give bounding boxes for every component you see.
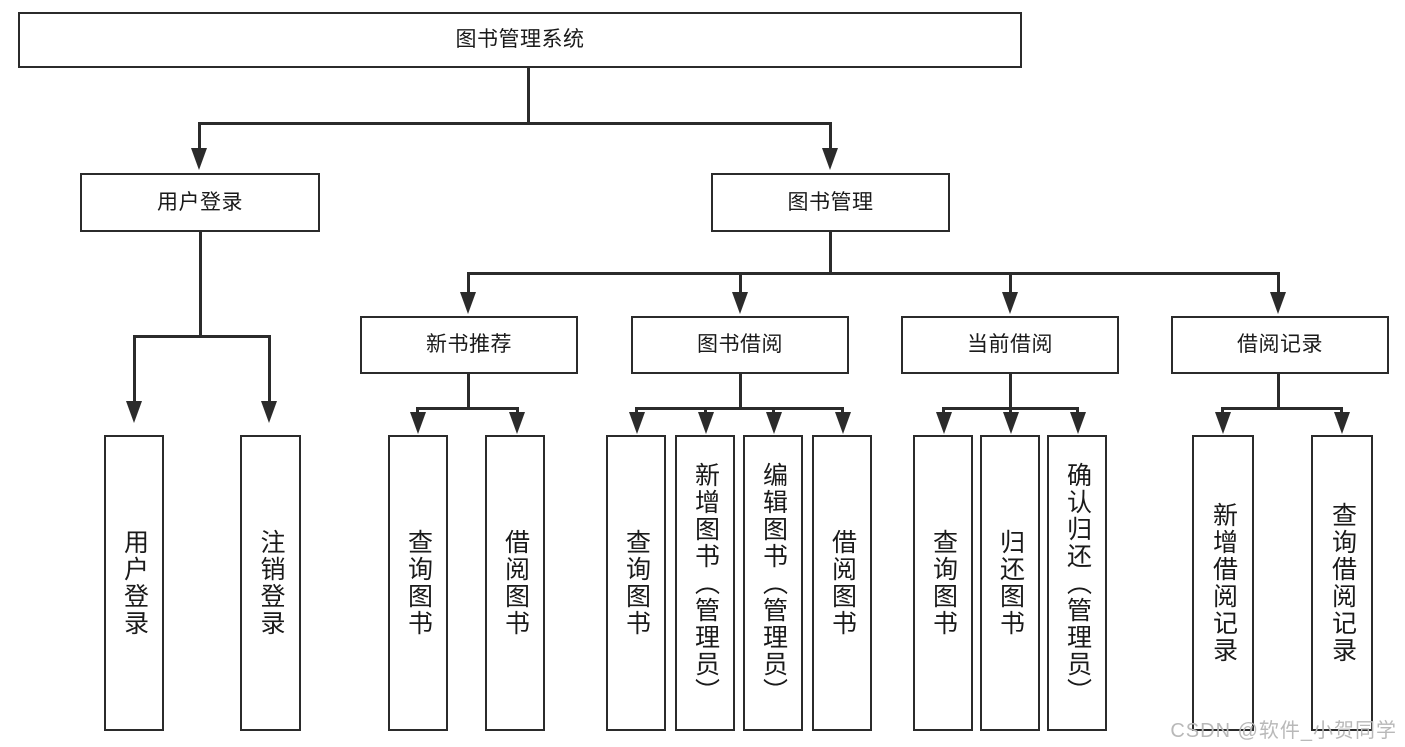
connector-user-login-drop-2 (268, 335, 271, 403)
node-label: 查询图书 (404, 529, 433, 637)
node-book-management[interactable]: 图书管理 (711, 173, 950, 232)
connector-root-bus (198, 122, 831, 125)
leaf-new-book-query[interactable]: 查询图书 (388, 435, 448, 731)
node-label: 查询图书 (929, 529, 958, 637)
leaf-book-borrow-edit[interactable]: 编辑图书（管理员） (743, 435, 803, 731)
connector-new-book-drop-2 (516, 407, 519, 415)
leaf-borrow-record-add[interactable]: 新增借阅记录 (1192, 435, 1254, 731)
arrowhead-book-borrow-leaf-3 (766, 412, 782, 434)
connector-borrow-record-drop-1 (1221, 407, 1224, 415)
connector-new-book-stem (467, 374, 470, 407)
connector-level3-drop-1 (467, 272, 470, 294)
arrowhead-current-borrow-leaf-3 (1070, 412, 1086, 434)
connector-level3-drop-2 (739, 272, 742, 294)
arrowhead-borrow-record-leaf-1 (1215, 412, 1231, 434)
arrowhead-root-to-user-login (191, 148, 207, 170)
connector-book-borrow-drop-3 (772, 407, 775, 415)
arrowhead-user-login-leaf-1 (126, 401, 142, 423)
connector-book-mgmt-stem (829, 232, 832, 272)
arrowhead-level3-2 (732, 292, 748, 314)
leaf-current-borrow-return[interactable]: 归还图书 (980, 435, 1040, 731)
connector-book-borrow-stem (739, 374, 742, 407)
node-label: 用户登录 (120, 529, 149, 637)
leaf-book-borrow-lend[interactable]: 借阅图书 (812, 435, 872, 731)
arrowhead-book-borrow-leaf-4 (835, 412, 851, 434)
arrowhead-level3-4 (1270, 292, 1286, 314)
arrowhead-current-borrow-leaf-1 (936, 412, 952, 434)
node-label: 借阅图书 (501, 529, 530, 637)
connector-new-book-drop-1 (416, 407, 419, 415)
node-label: 图书管理系统 (455, 28, 585, 52)
connector-borrow-record-bus (1221, 407, 1343, 410)
connector-root-to-user-login (198, 122, 201, 150)
arrowhead-current-borrow-leaf-2 (1003, 412, 1019, 434)
node-label: 注销登录 (257, 529, 285, 637)
arrowhead-user-login-leaf-2 (261, 401, 277, 423)
node-label: 借阅记录 (1237, 333, 1323, 357)
leaf-book-borrow-query[interactable]: 查询图书 (606, 435, 666, 731)
node-label: 新增图书（管理员） (691, 461, 720, 705)
node-new-book-recommend[interactable]: 新书推荐 (360, 316, 578, 374)
node-user-login[interactable]: 用户登录 (80, 173, 320, 232)
connector-current-borrow-drop-3 (1076, 407, 1079, 415)
arrowhead-borrow-record-leaf-2 (1334, 412, 1350, 434)
arrowhead-book-borrow-leaf-2 (698, 412, 714, 434)
node-label: 查询借阅记录 (1328, 502, 1357, 664)
connector-level3-drop-3 (1009, 272, 1012, 294)
connector-book-borrow-drop-4 (841, 407, 844, 415)
arrowhead-new-book-leaf-2 (509, 412, 525, 434)
leaf-user-login-signin[interactable]: 用户登录 (104, 435, 164, 731)
node-book-borrow[interactable]: 图书借阅 (631, 316, 849, 374)
leaf-borrow-record-query[interactable]: 查询借阅记录 (1311, 435, 1373, 731)
connector-root-stem (527, 68, 530, 122)
node-current-borrow[interactable]: 当前借阅 (901, 316, 1119, 374)
connector-book-borrow-drop-1 (635, 407, 638, 415)
connector-user-login-bus (133, 335, 271, 338)
csdn-watermark: CSDN @软件_小贺同学 (1170, 720, 1397, 742)
connector-level3-bus (467, 272, 1279, 275)
node-label: 新书推荐 (426, 333, 512, 357)
connector-current-borrow-drop-1 (942, 407, 945, 415)
connector-new-book-bus (416, 407, 519, 410)
leaf-current-borrow-confirm-return[interactable]: 确认归还（管理员） (1047, 435, 1107, 731)
arrowhead-book-borrow-leaf-1 (629, 412, 645, 434)
leaf-user-login-signout[interactable]: 注销登录 (240, 435, 301, 731)
node-label: 当前借阅 (967, 333, 1053, 357)
connector-borrow-record-drop-2 (1340, 407, 1343, 415)
node-label: 图书借阅 (697, 333, 783, 357)
connector-user-login-stem (199, 232, 202, 335)
leaf-new-book-borrow[interactable]: 借阅图书 (485, 435, 545, 731)
connector-root-to-book-mgmt (829, 122, 832, 150)
connector-current-borrow-stem (1009, 374, 1012, 407)
connector-level3-drop-4 (1277, 272, 1280, 294)
leaf-current-borrow-query[interactable]: 查询图书 (913, 435, 973, 731)
node-label: 确认归还（管理员） (1063, 461, 1092, 705)
arrowhead-level3-1 (460, 292, 476, 314)
leaf-book-borrow-add[interactable]: 新增图书（管理员） (675, 435, 735, 731)
node-root-system[interactable]: 图书管理系统 (18, 12, 1022, 68)
node-label: 用户登录 (157, 190, 243, 214)
node-label: 图书管理 (787, 190, 874, 214)
node-label: 归还图书 (996, 529, 1025, 637)
node-borrow-record[interactable]: 借阅记录 (1171, 316, 1389, 374)
arrowhead-root-to-book-mgmt (822, 148, 838, 170)
connector-book-borrow-bus (635, 407, 844, 410)
node-label: 查询图书 (622, 529, 651, 637)
arrowhead-level3-3 (1002, 292, 1018, 314)
node-label: 编辑图书（管理员） (759, 461, 788, 705)
arrowhead-new-book-leaf-1 (410, 412, 426, 434)
node-label: 借阅图书 (828, 529, 857, 637)
connector-borrow-record-stem (1277, 374, 1280, 407)
connector-current-borrow-drop-2 (1009, 407, 1012, 415)
node-label: 新增借阅记录 (1209, 502, 1238, 664)
connector-user-login-drop-1 (133, 335, 136, 403)
connector-book-borrow-drop-2 (704, 407, 707, 415)
